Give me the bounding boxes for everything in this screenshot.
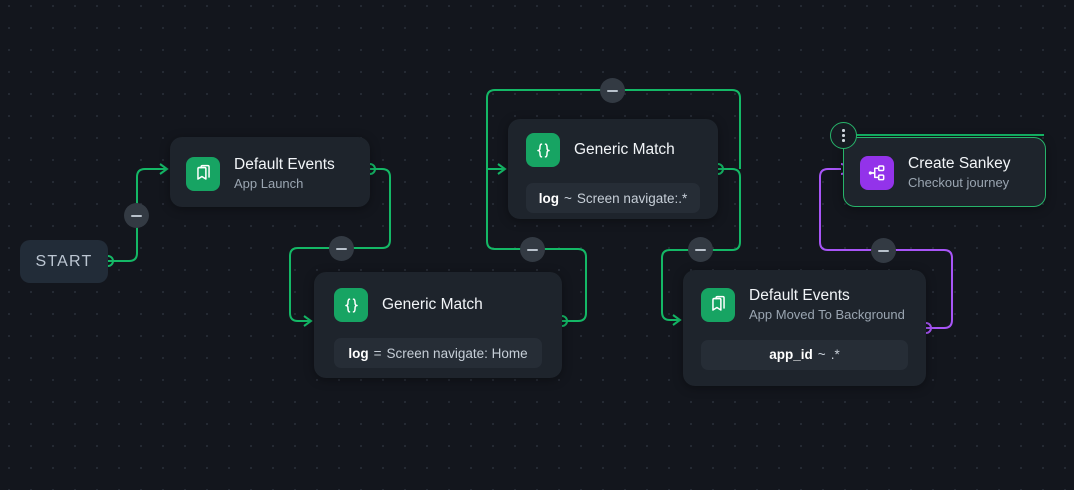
node-header: Create Sankey Checkout journey — [860, 154, 1029, 192]
node-title-group: Default Events App Moved To Background — [749, 286, 905, 324]
handle-default-top-out — [369, 163, 376, 175]
node-menu-sankey-button[interactable] — [830, 122, 857, 149]
arrow-default-bottom-in — [672, 314, 682, 326]
collapse-edge-top-loop-button[interactable] — [600, 78, 625, 103]
condition-chip[interactable]: log = Screen navigate: Home — [334, 338, 542, 368]
node-title: Generic Match — [574, 141, 675, 159]
arrow-default-top-in — [159, 163, 169, 175]
handle-default-bottom-out — [925, 322, 932, 334]
node-title: Generic Match — [382, 296, 483, 314]
node-title-group: Generic Match — [574, 140, 675, 159]
condition-value: Screen navigate:.* — [576, 190, 688, 206]
condition-field: log — [348, 345, 369, 361]
node-subtitle: Checkout journey — [908, 175, 1010, 191]
node-title-group: Create Sankey Checkout journey — [908, 154, 1011, 192]
node-generic-match-mid[interactable]: Generic Match log ~ Screen navigate:.* — [508, 119, 718, 219]
collapse-edge-right-button[interactable] — [688, 237, 713, 262]
condition-field: app_id — [769, 347, 813, 363]
curly-braces-icon — [526, 133, 560, 167]
handle-generic-bottom-out — [561, 315, 568, 327]
kebab-dot — [842, 129, 845, 132]
sankey-graph-icon — [860, 155, 894, 190]
node-title-group: Generic Match — [382, 295, 483, 314]
node-title: Default Events — [749, 287, 850, 304]
condition-chip[interactable]: app_id ~ .* — [701, 339, 908, 370]
node-title-group: Default Events App Launch — [234, 155, 335, 193]
collapse-edge-start-button[interactable] — [124, 203, 149, 228]
arrow-generic-bottom-in — [303, 315, 313, 327]
node-default-events-bottom[interactable]: Default Events App Moved To Background a… — [683, 270, 926, 386]
collapse-edge-mid-left-button[interactable] — [329, 236, 354, 261]
node-default-events-top[interactable]: Default Events App Launch — [170, 137, 370, 207]
node-subtitle: App Launch — [234, 176, 304, 192]
condition-field: log — [538, 190, 560, 206]
node-title: Create Sankey — [908, 155, 1011, 172]
node-create-sankey[interactable]: Create Sankey Checkout journey — [843, 137, 1046, 207]
node-generic-match-bottom[interactable]: Generic Match log = Screen navigate: Hom… — [314, 272, 562, 378]
condition-value: .* — [830, 347, 840, 363]
node-subtitle: App Moved To Background — [749, 307, 905, 323]
node-title: Default Events — [234, 156, 335, 173]
handle-generic-mid-out — [717, 163, 724, 175]
bookmarks-icon — [701, 287, 735, 322]
kebab-dot — [842, 134, 845, 137]
node-header: Generic Match — [334, 288, 542, 322]
bookmarks-icon — [186, 156, 220, 191]
node-header: Generic Match — [526, 133, 700, 167]
start-node[interactable]: START — [20, 240, 108, 283]
condition-value: Screen navigate: Home — [386, 345, 528, 361]
node-header: Default Events App Moved To Background — [701, 286, 908, 324]
condition-operator: ~ — [564, 190, 572, 206]
start-node-label: START — [35, 252, 93, 270]
condition-operator: = — [373, 345, 382, 361]
condition-chip[interactable]: log ~ Screen navigate:.* — [526, 183, 700, 213]
collapse-edge-mid-bottom-button[interactable] — [520, 237, 545, 262]
arrow-generic-mid-in — [497, 163, 507, 175]
curly-braces-icon — [334, 288, 368, 322]
handle-start-out — [107, 255, 114, 267]
condition-operator: ~ — [817, 347, 826, 363]
collapse-edge-purple-button[interactable] — [871, 238, 896, 263]
kebab-dot — [842, 139, 845, 142]
node-header: Default Events App Launch — [186, 155, 354, 193]
